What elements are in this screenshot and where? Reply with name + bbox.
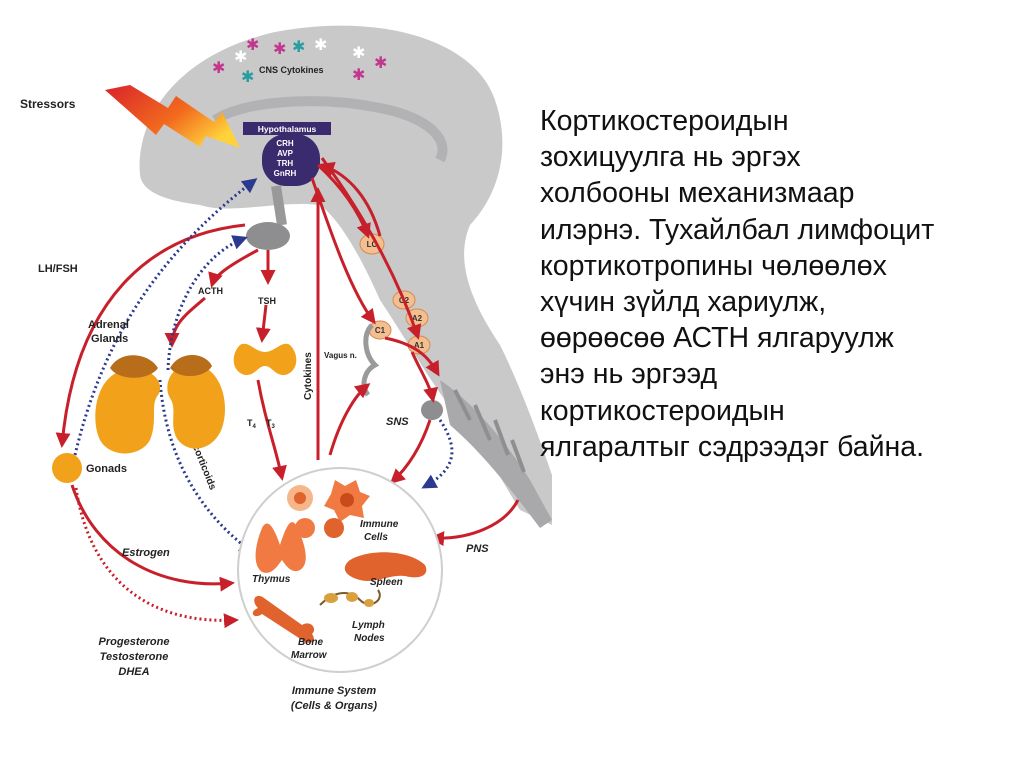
a1-label: A1 (414, 341, 425, 350)
stressors-lightning-icon (105, 85, 240, 148)
thymus-label: Thymus (252, 574, 291, 585)
svg-text:✱: ✱ (314, 35, 327, 54)
bone-marrow-label-1: Bone (298, 637, 323, 648)
t3-label: T3 (266, 418, 276, 430)
arrow-sns-dotted (421, 419, 454, 489)
pituitary-gland (246, 222, 290, 250)
arrow-acth-adrenal (164, 296, 206, 348)
svg-text:✱: ✱ (352, 43, 365, 62)
sns-ganglion (421, 400, 443, 420)
t4-label: T4 (247, 418, 257, 430)
hypothalamus-label: Hypothalamus (258, 124, 317, 134)
bone-marrow-icon (252, 595, 315, 643)
lymph-nodes-icon (319, 589, 381, 607)
hypothalamus-nucleus (262, 134, 320, 186)
gnrh-label: GnRH (274, 169, 297, 178)
arrow-gonads-hypo (73, 178, 258, 456)
gonads-icon (52, 453, 82, 483)
text-line: ялгаралтыг сэдрээдэг байна. (540, 430, 925, 463)
adrenal-cap-left (110, 355, 158, 378)
adrenal-label-1: Adrenal (88, 319, 129, 331)
arrow-thyroid-immune (256, 379, 287, 481)
svg-text:✱: ✱ (292, 37, 305, 56)
arrow-tsh-thyroid (255, 304, 271, 343)
hypothalamus-header (243, 122, 331, 135)
svg-text:✱: ✱ (352, 65, 365, 84)
text-line: энэ нь эргээд (540, 358, 718, 391)
sns-label: SNS (386, 416, 409, 428)
svg-text:✱: ✱ (273, 39, 286, 58)
c1-label: C1 (375, 326, 386, 335)
tsh-label: TSH (258, 296, 276, 306)
immune-cells-icon (287, 480, 370, 538)
arrow-vagus-up (328, 383, 371, 456)
acth-label: ACTH (198, 286, 223, 296)
pns-label: PNS (466, 543, 489, 555)
brain-inner-fold (212, 96, 448, 163)
svg-text:✱: ✱ (246, 35, 259, 54)
arrow-glucocorticoids (158, 379, 255, 554)
arrow-hypo-a1 (320, 157, 422, 340)
text-line: хүчин зүйлд хариулж, (540, 286, 827, 319)
thyroid-gland (233, 343, 297, 376)
arrow-acth (208, 248, 259, 288)
arrow-gluco-pituitary (166, 235, 248, 371)
cns-cytokine-stars-icon: ✱ ✱ ✱ ✱ ✱ ✱ ✱ ✱ ✱ ✱ (212, 35, 387, 86)
arrow-a1-sns (410, 351, 438, 403)
testosterone-label: Testosterone (100, 651, 169, 663)
svg-text:✱: ✱ (374, 53, 387, 72)
avp-label: AVP (277, 149, 294, 158)
immune-cells-label-1: Immune (360, 519, 399, 530)
adrenal-cap-right (170, 355, 212, 377)
text-line: өөрөөсөө АСТН ялгаруулж (540, 322, 894, 355)
immune-cells-label-2: Cells (364, 532, 388, 543)
lymph-nodes-label-2: Nodes (354, 633, 385, 644)
gonads-label: Gonads (86, 463, 127, 475)
adrenal-gland-left (95, 369, 161, 454)
immune-system-label-2: (Cells & Organs) (291, 700, 378, 712)
arrow-pns-immune (429, 499, 520, 547)
text-line: илэрнэ. Тухайлбал лимфоцит (540, 213, 935, 246)
spleen-label: Spleen (370, 577, 403, 588)
adrenal-label-2: Glands (91, 333, 128, 345)
thymus-icon (255, 522, 306, 573)
text-line: зохицуулга нь эргэх (540, 141, 801, 174)
brainstem-stripes (453, 389, 526, 473)
immune-system-label-1: Immune System (292, 685, 377, 697)
lh-fsh-label: LH/FSH (38, 263, 78, 275)
svg-text:✱: ✱ (234, 47, 247, 66)
arrow-c1-sns (384, 336, 440, 377)
progesterone-label: Progesterone (99, 636, 170, 648)
arrow-lc-hypo (319, 161, 382, 237)
arrow-estrogen (70, 484, 235, 592)
text-line: кортикостероидын (540, 394, 785, 427)
stressors-label: Stressors (20, 97, 76, 111)
a2-label: A2 (412, 314, 423, 323)
text-line: холбооны механизмаар (540, 177, 855, 210)
cytokines-label: Cytokines (303, 352, 314, 400)
slide-body-text: Кортикостероидын зохицуулга нь эргэх хол… (540, 103, 1010, 465)
lc-label: LC (367, 240, 378, 249)
adrenal-gland-right (167, 364, 225, 449)
lymph-nodes-label-1: Lymph (352, 620, 385, 631)
arrow-sns-immune (389, 419, 432, 485)
arrow-hypo-c1 (310, 177, 376, 325)
cns-cytokines-label: CNS Cytokines (259, 65, 324, 75)
svg-text:✱: ✱ (241, 67, 254, 86)
vagus-label: Vagus n. (324, 351, 357, 360)
crh-label: CRH (276, 139, 294, 148)
spleen-icon (344, 552, 427, 581)
arrow-progesterone-dotted (74, 487, 239, 629)
estrogen-label: Estrogen (122, 547, 170, 559)
bone-marrow-label-2: Marrow (291, 650, 328, 661)
svg-text:✱: ✱ (212, 58, 225, 77)
dhea-label: DHEA (118, 666, 149, 678)
arrow-lh-fsh (55, 223, 246, 448)
pituitary-stalk (271, 185, 287, 226)
text-line: Кортикостероидын (540, 105, 789, 137)
trh-label: TRH (277, 159, 294, 168)
text-line: кортикотропины чөлөөлөх (540, 249, 887, 282)
